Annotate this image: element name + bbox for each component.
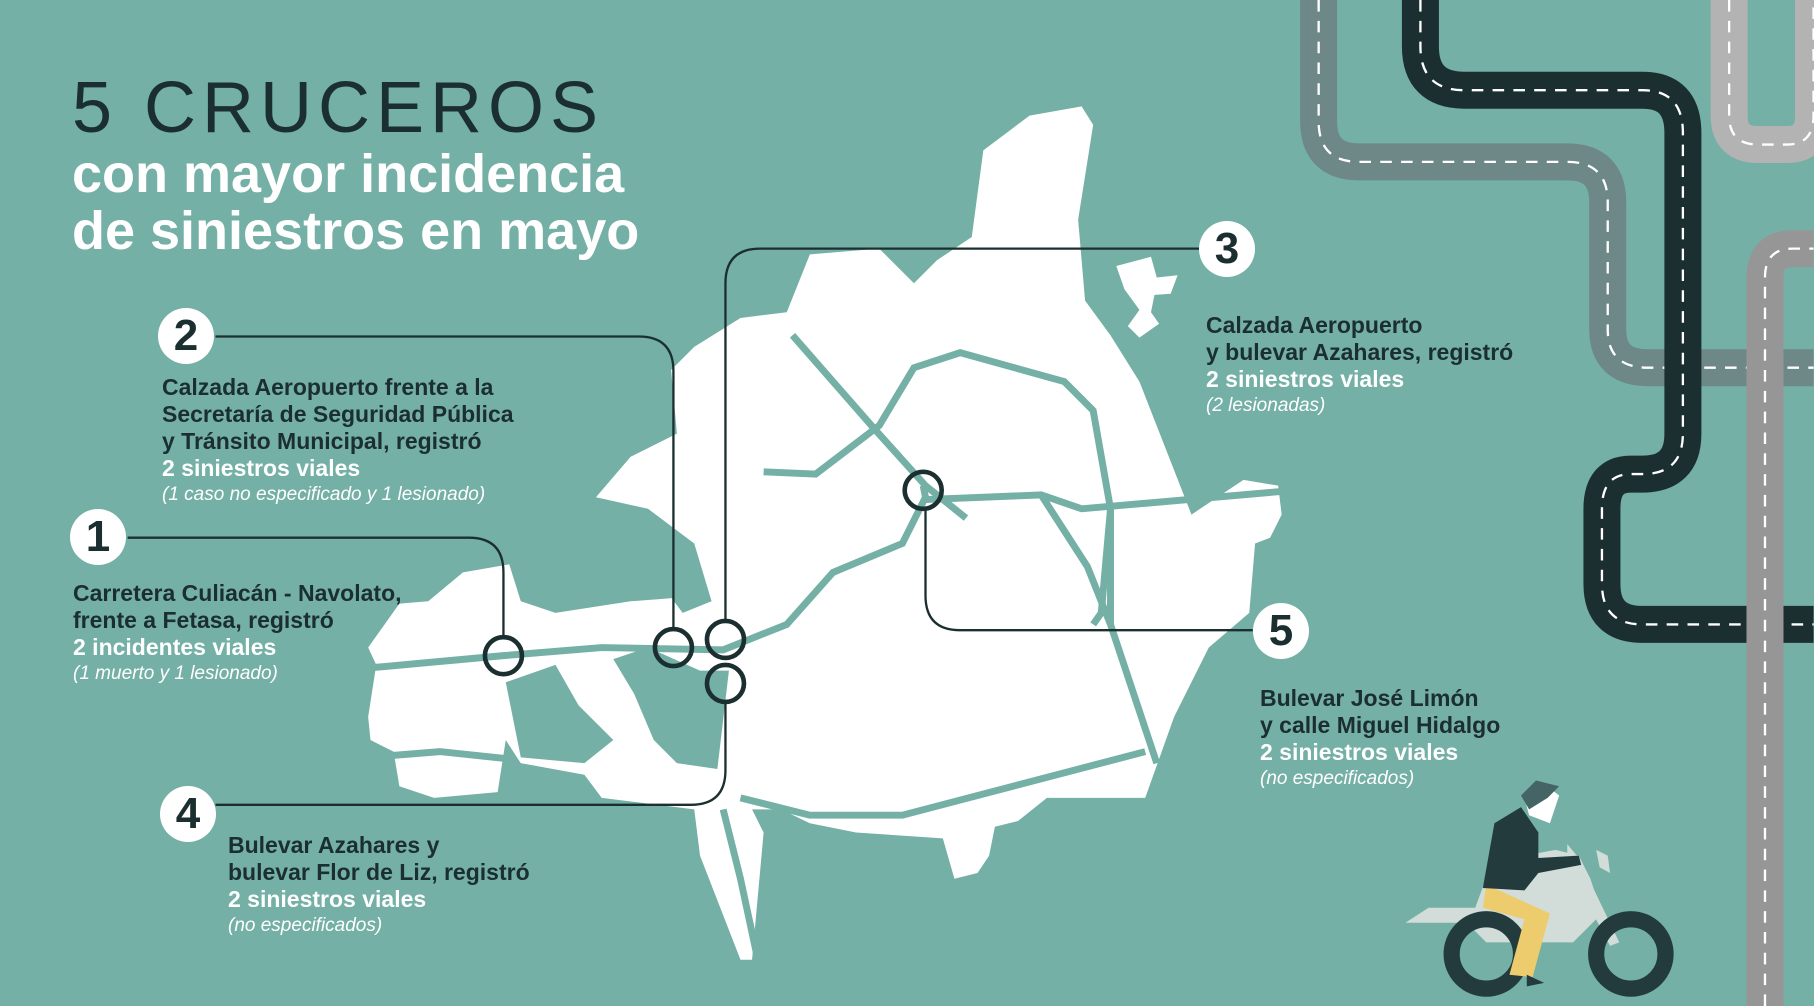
city-map-icon (364, 106, 1282, 961)
page-subtitle-line-1: con mayor incidencia (72, 144, 625, 204)
title-block: 5 CRUCEROS con mayor incidencia de sinie… (72, 70, 639, 260)
location-name-line: y bulevar Azahares, registró (1206, 339, 1514, 365)
location-name-line: Carretera Culiacán - Navolato, (73, 580, 402, 606)
incident-detail: (2 lesionadas) (1206, 395, 1326, 416)
incident-detail: (1 muerto y 1 lesionado) (73, 663, 278, 684)
location-name-line: Bulevar Azahares y (228, 832, 440, 858)
marker-badge-2: 2 (158, 308, 214, 364)
marker-badge-4: 4 (160, 786, 216, 842)
location-name-line: frente a Fetasa, registró (73, 607, 334, 633)
location-name-line: Secretaría de Seguridad Pública (162, 401, 514, 427)
location-name-line: y Tránsito Municipal, registró (162, 428, 482, 454)
location-name-line: Calzada Aeropuerto frente a la (162, 374, 494, 400)
incident-count: 2 siniestros viales (1260, 739, 1459, 765)
location-label-1: Carretera Culiacán - Navolato, frente a … (73, 580, 402, 687)
location-label-2: Calzada Aeropuerto frente a la Secretarí… (162, 374, 514, 508)
location-name-line: Calzada Aeropuerto (1206, 312, 1423, 338)
incident-detail: (1 caso no especificado y 1 lesionado) (162, 484, 486, 505)
location-label-3: Calzada Aeropuerto y bulevar Azahares, r… (1206, 312, 1513, 419)
incident-count: 2 siniestros viales (1206, 366, 1405, 392)
connector-lines (127, 247, 1253, 806)
incident-detail: (no especificados) (1260, 768, 1415, 789)
intersection-circle-icon (482, 469, 945, 705)
incident-detail: (no especificados) (228, 915, 383, 936)
motorcycle-rider-icon (1405, 780, 1674, 997)
marker-badge-3: 3 (1199, 221, 1255, 277)
marker-badge-1: 1 (70, 509, 126, 565)
page-subtitle-line-2: de siniestros en mayo (72, 201, 640, 261)
incident-count: 2 siniestros viales (228, 886, 427, 912)
page-title: 5 CRUCEROS (72, 68, 605, 148)
location-label-5: Bulevar José Limón y calle Miguel Hidalg… (1260, 685, 1500, 792)
road-decoration-icon (1300, 0, 1814, 1006)
location-name-line: y calle Miguel Hidalgo (1260, 712, 1501, 738)
incident-count: 2 incidentes viales (73, 634, 277, 660)
location-label-4: Bulevar Azahares y bulevar Flor de Liz, … (228, 832, 530, 939)
marker-badge-5: 5 (1253, 603, 1309, 659)
incident-count: 2 siniestros viales (162, 455, 361, 481)
location-name-line: Bulevar José Limón (1260, 685, 1479, 711)
location-name-line: bulevar Flor de Liz, registró (228, 859, 530, 885)
